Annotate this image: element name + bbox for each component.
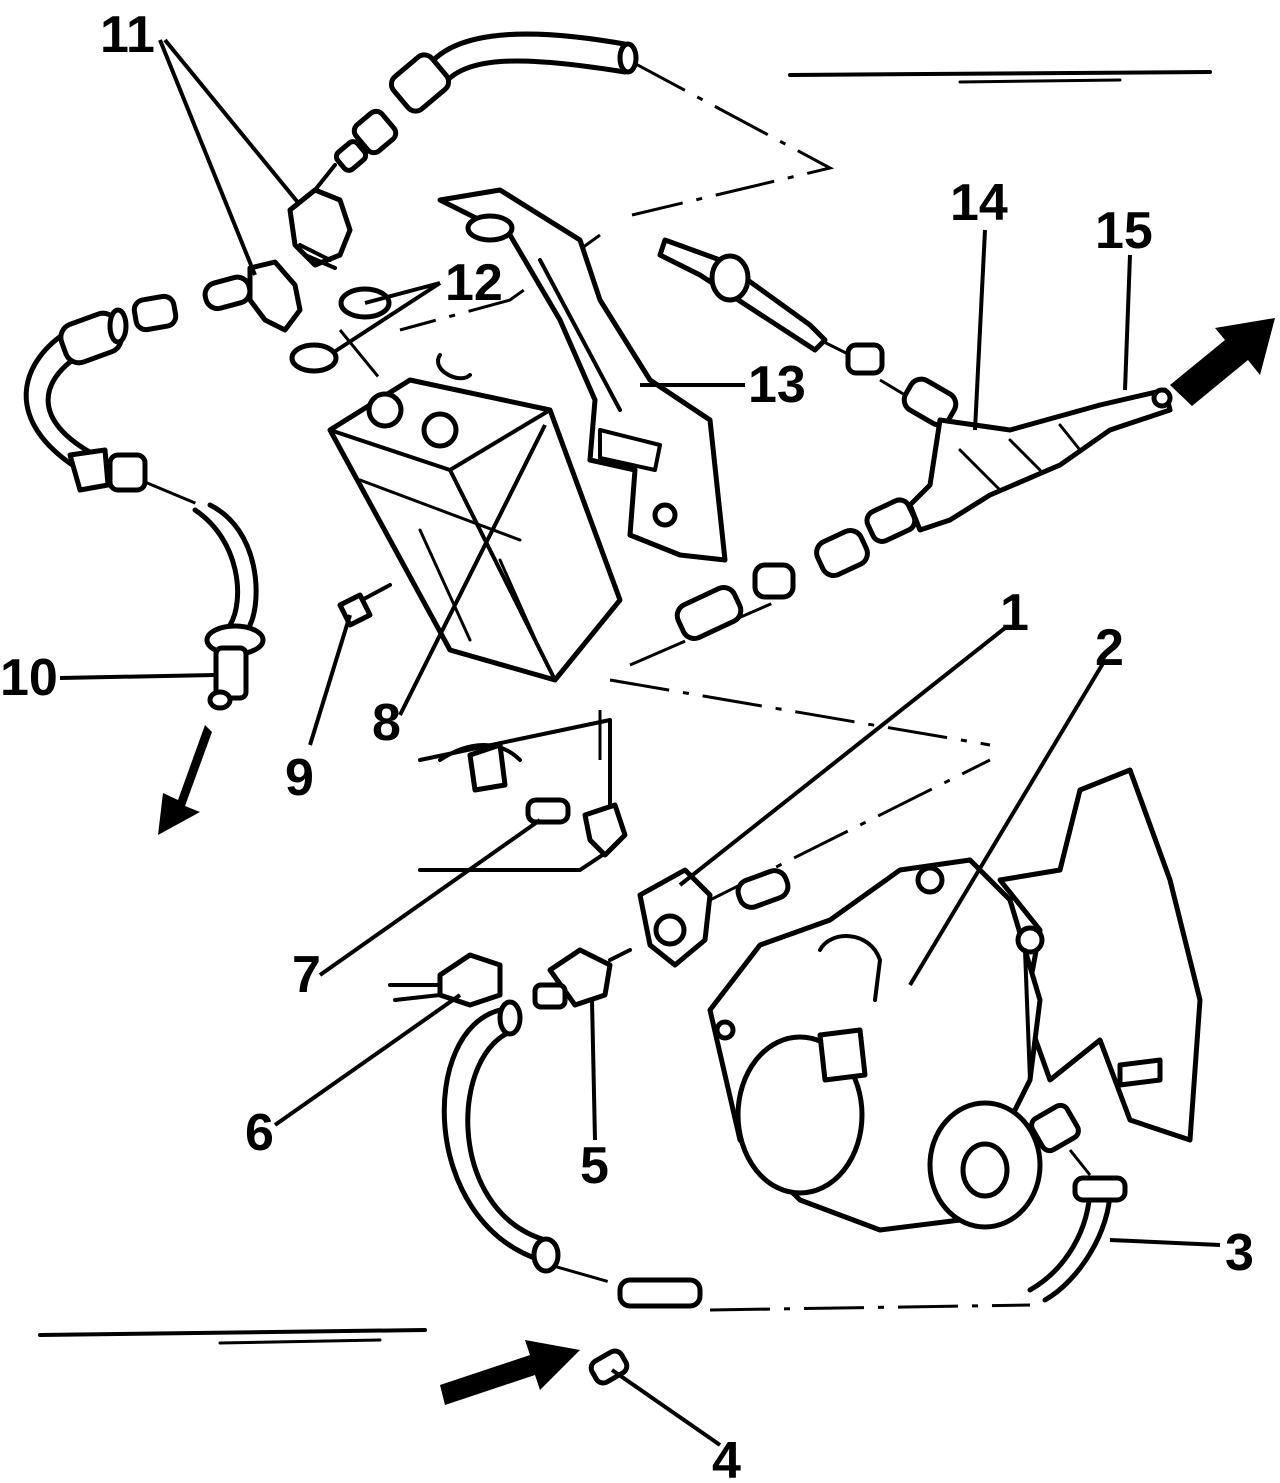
callout-3: 3: [1225, 1224, 1254, 1282]
part-11-check-valves: [131, 187, 353, 333]
part-2-throttle-body: [707, 767, 1203, 1233]
arrow-inlet-right-icon: [1170, 318, 1275, 406]
part-8-charcoal-canister: [327, 353, 623, 683]
callout-7: 7: [292, 946, 321, 1004]
callout-4: 4: [712, 1432, 741, 1483]
callout-1: 1: [1000, 584, 1029, 642]
upper-vacuum-hose: [313, 31, 639, 192]
callout-12: 12: [445, 254, 503, 312]
callout-6: 6: [245, 1104, 274, 1162]
part-12-o-rings: [289, 286, 392, 374]
callout-labels: 11 12 13 14 15 1 2 10 8 9 7 6 5 3 4: [0, 6, 1254, 1483]
callout-10: 10: [0, 649, 58, 707]
part-13-mounting-bracket: [437, 187, 728, 563]
part-5-valve: [532, 947, 632, 1010]
lower-hose-assembly: [441, 999, 1128, 1386]
right-hose-assembly: [657, 237, 1173, 641]
reference-lines: [38, 70, 1212, 1345]
flow-arrows: [158, 318, 1275, 1405]
part-6-connector: [388, 952, 503, 1008]
left-hose-assembly: [23, 307, 266, 711]
arrow-inlet-bottom-icon: [440, 1340, 580, 1405]
part-1-sensor: [637, 867, 791, 968]
callout-5: 5: [580, 1137, 609, 1195]
part-7-bracket: [418, 718, 628, 872]
leader-lines: [59, 38, 1221, 1447]
callout-2: 2: [1095, 619, 1124, 677]
callout-14: 14: [950, 174, 1008, 232]
callout-15: 15: [1095, 202, 1153, 260]
callout-11: 11: [100, 6, 155, 64]
callout-9: 9: [285, 749, 314, 807]
arrow-outlet-left-icon: [158, 725, 212, 835]
callout-8: 8: [372, 694, 401, 752]
callout-13: 13: [748, 356, 806, 414]
